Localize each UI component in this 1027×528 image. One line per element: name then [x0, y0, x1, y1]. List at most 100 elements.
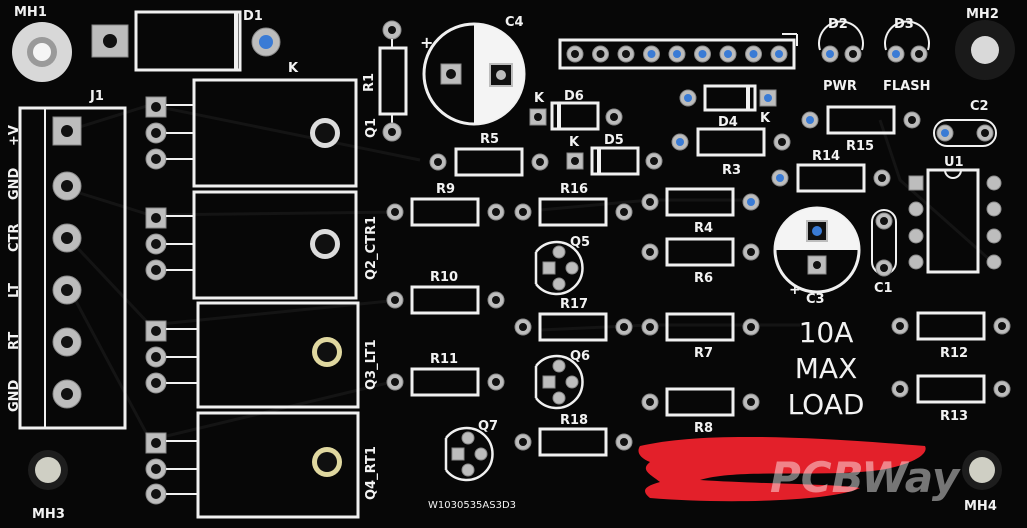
r11-label: R11: [430, 352, 458, 367]
r4-resistor: [641, 187, 760, 217]
d6-diode: [529, 101, 623, 131]
c4-capacitor: [422, 22, 526, 126]
r12-resistor: [891, 311, 1011, 341]
d3-led-flash: [884, 20, 930, 63]
d1-label: D1: [243, 9, 263, 24]
c3-label: C3: [806, 292, 825, 307]
q4-label: Q4_RT1: [364, 446, 379, 500]
q7-transistor: [444, 426, 494, 482]
header-pin-hole: [571, 50, 579, 58]
q1-label: Q1: [364, 118, 379, 138]
q3-lt1-mosfet: [145, 301, 360, 409]
r5-label: R5: [480, 132, 499, 147]
j1-terminal-pins: [52, 116, 82, 409]
max-load-line1: 10A: [799, 316, 854, 349]
pin-gnd1-label: GND: [7, 167, 22, 200]
d5-label: D5: [604, 133, 624, 148]
pin-rt-label: RT: [7, 332, 22, 350]
max-load-line3: LOAD: [788, 388, 865, 421]
header-pin-hole: [698, 50, 707, 58]
q4-rt1-mosfet: [145, 411, 360, 519]
d3-label: D3: [894, 17, 914, 32]
pcbway-watermark: PCBWay: [770, 453, 961, 502]
c4-label: C4: [505, 15, 524, 30]
d2-label: D2: [828, 17, 848, 32]
r15-resistor: [801, 105, 921, 135]
r5-resistor: [429, 147, 549, 177]
header-pin-hole: [622, 50, 630, 58]
q6-transistor: [534, 354, 584, 410]
r17-label: R17: [560, 297, 588, 312]
d4-diode: [679, 84, 777, 112]
r1-label: R1: [362, 73, 377, 92]
header-pin-hole: [724, 50, 732, 58]
r13-resistor: [891, 374, 1011, 404]
d2-led-pwr: [818, 20, 864, 63]
d5-k-label: K: [569, 135, 580, 150]
pwr-label: PWR: [823, 79, 857, 94]
r17-resistor: [514, 312, 633, 342]
header-pin-hole: [749, 50, 758, 58]
mh2-mounting-hole: [955, 20, 1015, 80]
q5-label: Q5: [570, 235, 590, 250]
r10-label: R10: [430, 270, 458, 285]
header-pin-hole: [596, 50, 605, 58]
c3-plus-label: +: [789, 282, 801, 298]
q7-label: Q7: [478, 419, 498, 434]
c2-label: C2: [970, 99, 989, 114]
max-load-line2: MAX: [795, 352, 858, 385]
r14-label: R14: [812, 149, 840, 164]
mh1-mounting-hole: [12, 22, 72, 82]
c1-label: C1: [874, 281, 893, 296]
r3-label: R3: [722, 163, 741, 178]
c4-plus-label: +: [420, 33, 433, 52]
q3-label: Q3_LT1: [364, 339, 379, 390]
r13-label: R13: [940, 409, 968, 424]
r16-label: R16: [560, 182, 588, 197]
mh3-mounting-hole: [28, 450, 68, 490]
pin-lt-label: LT: [7, 283, 22, 298]
r1-resistor: [378, 20, 408, 142]
r12-label: R12: [940, 346, 968, 361]
mh3-label: MH3: [32, 507, 65, 522]
pin-header: [558, 33, 798, 70]
mh1-label: MH1: [14, 5, 47, 20]
d6-k-label: K: [534, 91, 545, 106]
u1-label: U1: [944, 155, 964, 170]
mh4-mounting-hole: [962, 450, 1002, 490]
r18-label: R18: [560, 413, 588, 428]
q1-mosfet: [145, 78, 358, 188]
header-pin-hole: [673, 50, 681, 58]
red-redaction-mark: [638, 436, 926, 502]
header-pin-hole: [647, 50, 656, 58]
serial-number: W1030535AS3D3: [428, 500, 516, 511]
j1-terminal-outline: [18, 106, 127, 430]
r16-resistor: [514, 197, 633, 227]
r7-resistor: [641, 312, 760, 342]
d4-k-label: K: [760, 111, 771, 126]
r8-resistor: [641, 387, 760, 417]
pin-v-label: +V: [7, 125, 22, 146]
c3-capacitor: [773, 206, 861, 294]
mh4-label: MH4: [964, 499, 997, 514]
r9-resistor: [386, 197, 505, 227]
u1-ic: [908, 168, 1002, 274]
d4-label: D4: [718, 115, 738, 130]
r3-resistor: [671, 127, 791, 157]
pin-ctr-label: CTR: [7, 224, 22, 252]
r14-resistor: [771, 163, 891, 193]
j1-label: J1: [89, 89, 104, 104]
q2-ctr1-mosfet: [145, 190, 358, 300]
q5-transistor: [534, 240, 584, 296]
header-pin-row: [566, 45, 788, 63]
c2-capacitor: [933, 119, 997, 147]
r18-resistor: [514, 427, 633, 457]
r6-label: R6: [694, 271, 713, 286]
r9-label: R9: [436, 182, 455, 197]
r11-resistor: [386, 367, 505, 397]
r6-resistor: [641, 237, 760, 267]
r7-label: R7: [694, 346, 713, 361]
c1-capacitor: [871, 209, 897, 277]
d1-k-label: K: [288, 61, 299, 76]
